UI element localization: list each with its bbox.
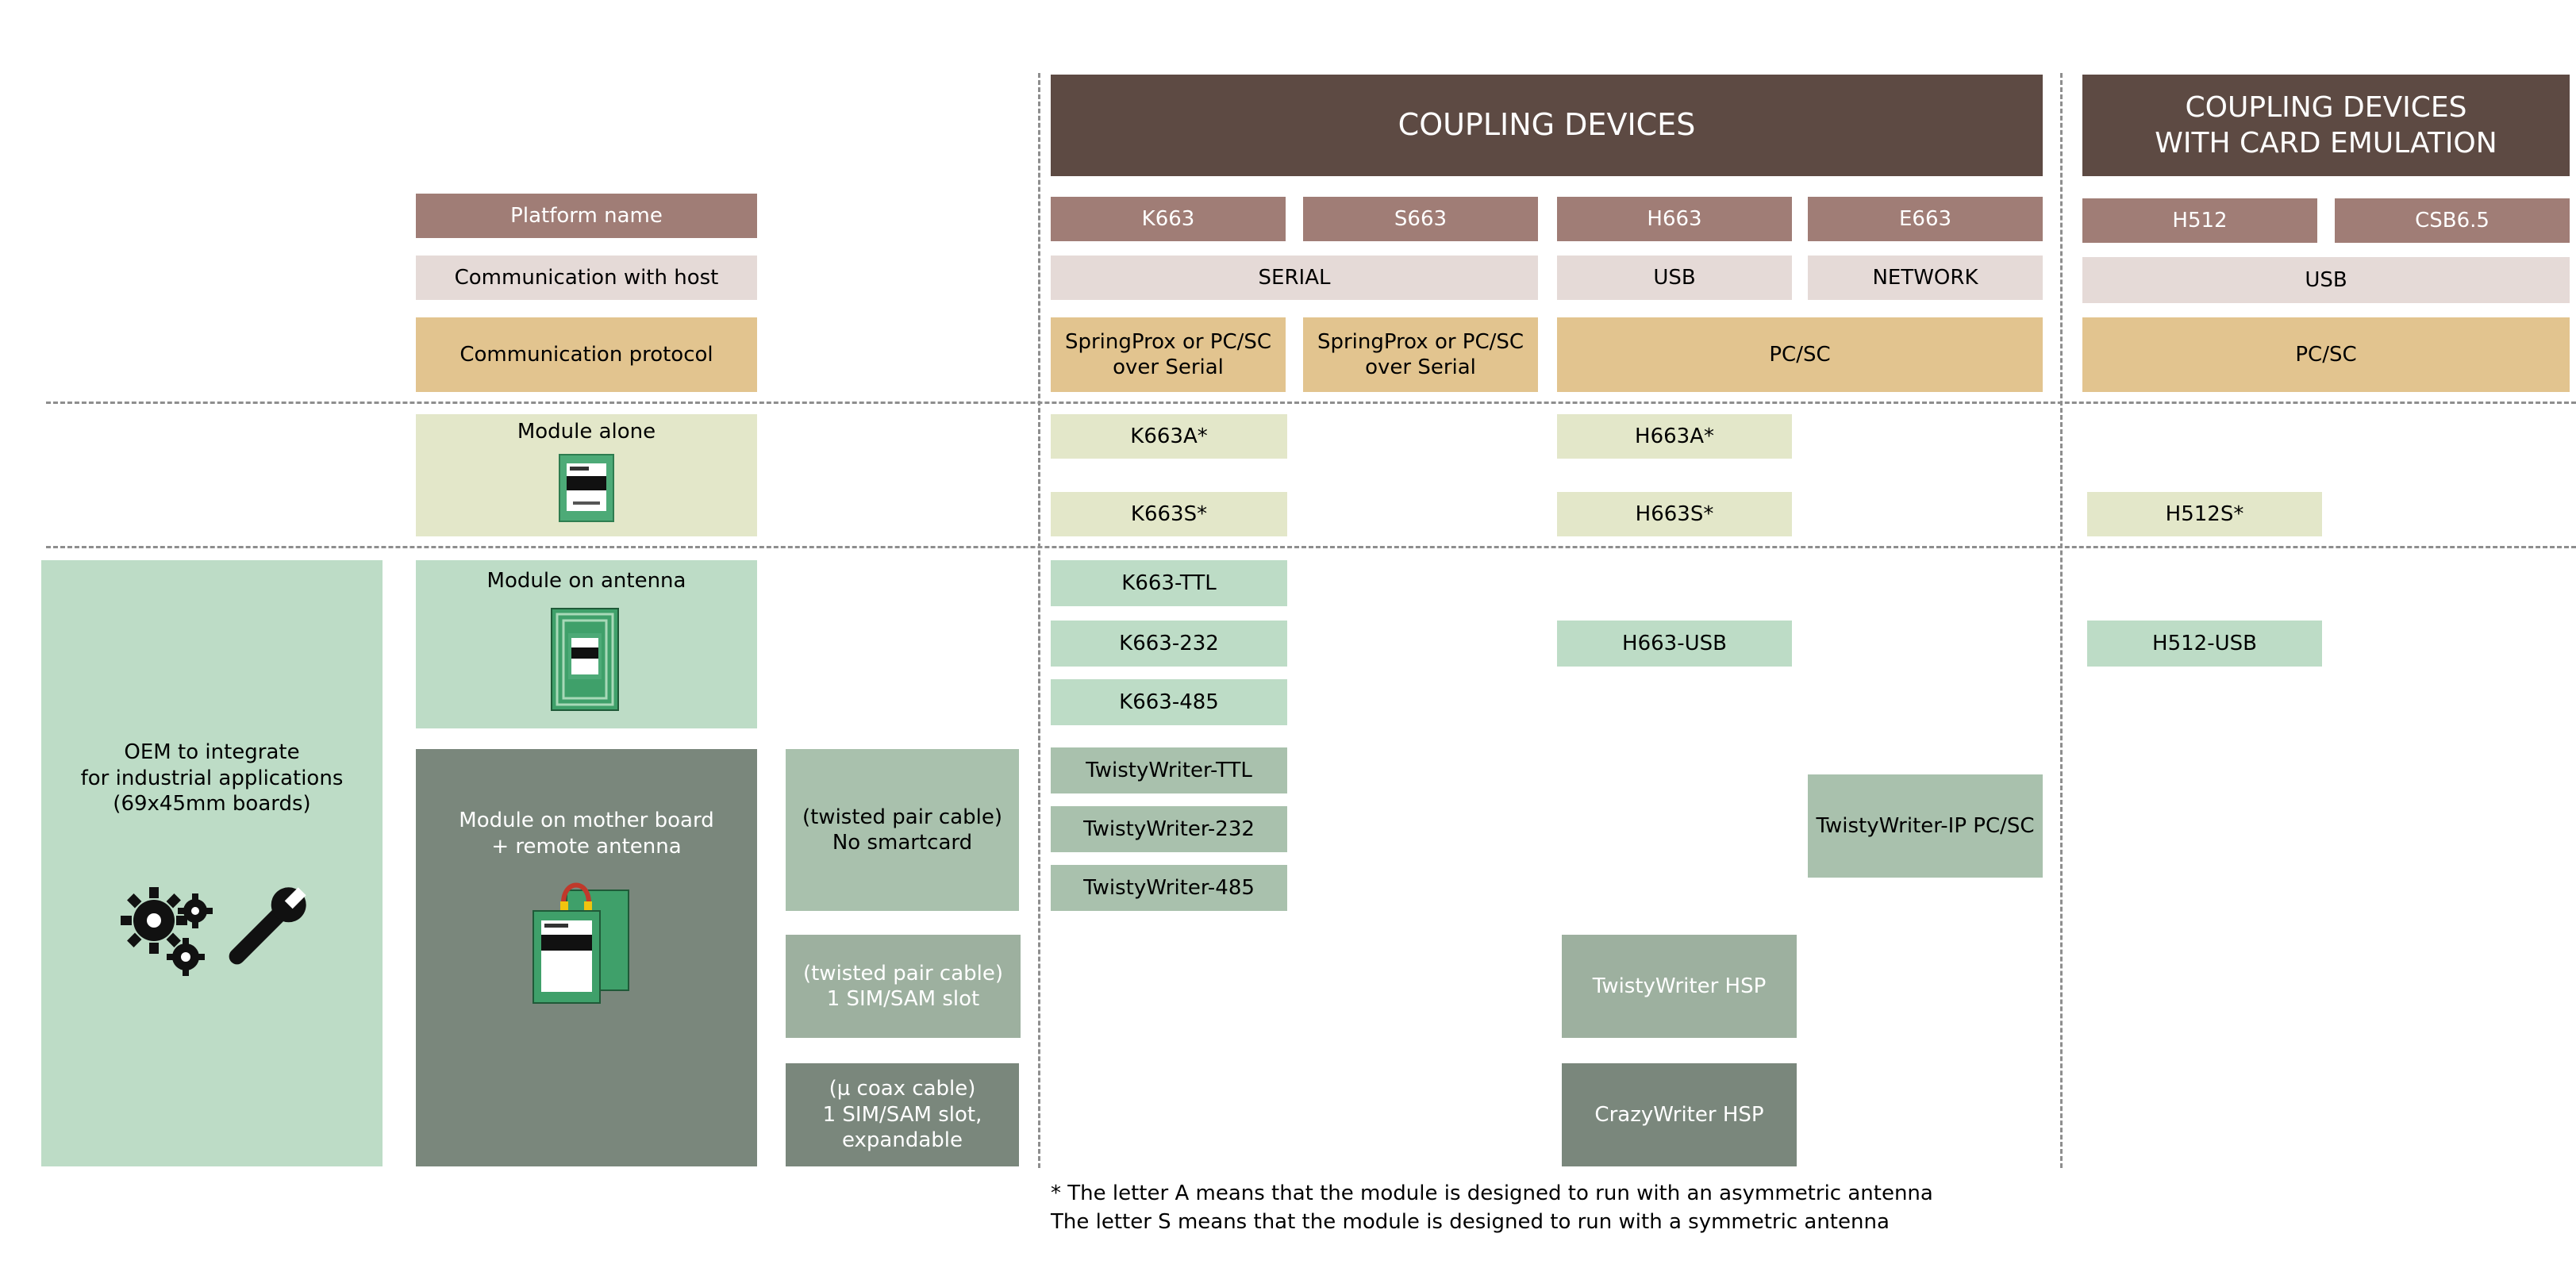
platform-h663: H663 [1557,197,1792,241]
legend-communication-protocol: Communication protocol [416,317,757,392]
legend-oem: OEM to integrate for industrial applicat… [41,560,383,1166]
product-twistywriter-ip: TwistyWriter-IP PC/SC [1808,774,2043,878]
module-h512s: H512S* [2087,492,2322,536]
platform-e663: E663 [1808,197,2043,241]
legend-platform-name: Platform name [416,194,757,238]
module-k663-485: K663-485 [1051,679,1287,725]
platform-k663: K663 [1051,197,1286,241]
module-h663s: H663S* [1557,492,1792,536]
product-twistywriter-232: TwistyWriter-232 [1051,806,1287,852]
host-serial: SERIAL [1051,256,1538,300]
separator-top [46,402,2576,404]
module-k663s: K663S* [1051,492,1287,536]
oem-label: OEM to integrate for industrial applicat… [80,740,344,816]
platform-csb65: CSB6.5 [2335,198,2570,243]
gears-wrench-icon [121,887,306,976]
protocol-s663: SpringProx or PC/SC over Serial [1303,317,1538,392]
platform-s663: S663 [1303,197,1538,241]
legend-communication-host: Communication with host [416,256,757,300]
legend-module-alone: Module alone [416,414,757,536]
protocol-h663-e663: PC/SC [1557,317,2043,392]
module-h663-usb: H663-USB [1557,621,1792,667]
antenna-board-icon [551,608,619,711]
module-alone-label: Module alone [517,420,656,444]
chip-module-icon [559,454,614,522]
module-h512-usb: H512-USB [2087,621,2322,667]
module-k663-ttl: K663-TTL [1051,560,1287,606]
legend-module-motherboard: Module on mother board + remote antenna [416,749,757,1166]
product-crazywriter-hsp: CrazyWriter HSP [1562,1063,1797,1166]
separator-left [1038,73,1040,1168]
host-usb-emulation: USB [2082,257,2570,303]
separator-right [2060,73,2063,1168]
module-k663-232: K663-232 [1051,621,1287,667]
host-network: NETWORK [1808,256,2043,300]
module-motherboard-label: Module on mother board + remote antenna [459,809,714,859]
product-twistywriter-485: TwistyWriter-485 [1051,865,1287,911]
motherboard-antenna-icon [533,882,629,1004]
module-h663a: H663A* [1557,414,1792,459]
protocol-k663: SpringProx or PC/SC over Serial [1051,317,1286,392]
platform-h512: H512 [2082,198,2317,243]
cable-twisted-sim: (twisted pair cable) 1 SIM/SAM slot [786,935,1021,1038]
product-twistywriter-ttl: TwistyWriter-TTL [1051,747,1287,793]
header-coupling-devices: COUPLING DEVICES [1051,75,2043,176]
module-k663a: K663A* [1051,414,1287,459]
cable-twisted-no-card: (twisted pair cable) No smartcard [786,749,1019,911]
module-antenna-label: Module on antenna [486,569,686,593]
cable-coax-sim: (µ coax cable) 1 SIM/SAM slot, expandabl… [786,1063,1019,1166]
legend-module-antenna: Module on antenna [416,560,757,728]
header-coupling-emulation: COUPLING DEVICES WITH CARD EMULATION [2082,75,2570,176]
product-twistywriter-hsp: TwistyWriter HSP [1562,935,1797,1038]
host-usb: USB [1557,256,1792,300]
footnote: * The letter A means that the module is … [1051,1182,1933,1235]
separator-middle [46,546,2576,548]
protocol-emulation: PC/SC [2082,317,2570,392]
